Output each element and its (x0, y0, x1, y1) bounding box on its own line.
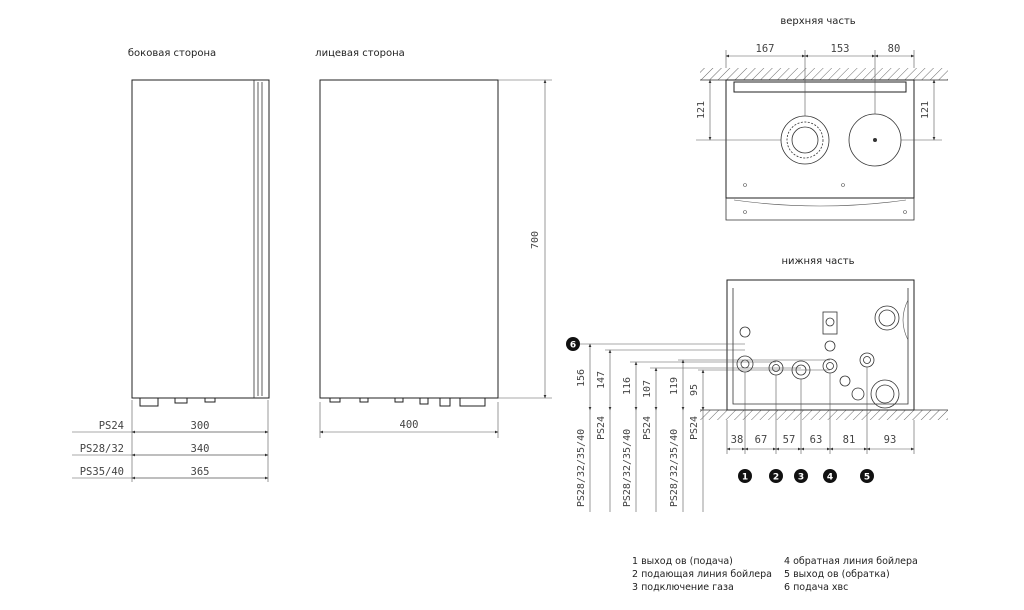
svg-text:4: 4 (827, 473, 833, 483)
side-width-ps28-32: 340 (191, 443, 210, 455)
bottom-vdim-2: 147 (596, 371, 607, 389)
svg-text:5: 5 (864, 473, 870, 483)
bottom-vmodel-2: PS24 (596, 416, 607, 440)
bottom-vdim-1: 156 (576, 369, 587, 387)
marker-2: 2 (769, 469, 783, 483)
front-view-body (319, 79, 499, 399)
bottom-vdim-6: 95 (689, 384, 700, 396)
bottom-vmodel-1: PS28/32/35/40 (576, 429, 587, 507)
bottom-hdim-1: 38 (731, 434, 744, 446)
legend: 1 выход ов (подача) 2 подающая линия бой… (632, 556, 918, 593)
top-dim-a: 167 (756, 43, 775, 55)
bottom-vmodel-5: PS28/32/35/40 (669, 429, 680, 507)
svg-text:2: 2 (773, 473, 779, 483)
bottom-hdim-5: 81 (843, 434, 856, 446)
side-view-fitting (139, 397, 159, 407)
marker-6: 6 (566, 337, 580, 351)
bottom-vdim-5: 119 (669, 377, 680, 395)
bottom-view: нижняя часть (566, 256, 948, 512)
bottom-vertical-dims: 156 147 116 107 119 95 PS28/32/35/40 PS2… (576, 343, 830, 512)
front-view-title: лицевая сторона (315, 48, 405, 59)
top-view: верхняя часть 167 153 80 121 (696, 16, 948, 221)
bottom-view-title: нижняя часть (781, 256, 854, 267)
marker-1: 1 (738, 469, 752, 483)
bottom-hdim-6: 93 (884, 434, 897, 446)
marker-4: 4 (823, 469, 837, 483)
connection-5 (870, 379, 900, 409)
legend-item-3: 3 подключение газа (632, 582, 734, 593)
top-view-title: верхняя часть (780, 16, 855, 27)
top-dim-c: 80 (888, 43, 901, 55)
front-view: лицевая сторона 700 400 (315, 48, 552, 438)
top-dim-right-h: 121 (920, 101, 931, 119)
svg-text:3: 3 (798, 473, 804, 483)
side-view-body (131, 79, 270, 399)
bottom-vmodel-6: PS24 (689, 416, 700, 440)
bottom-vmodel-3: PS28/32/35/40 (622, 429, 633, 507)
marker-3: 3 (794, 469, 808, 483)
side-view: боковая сторона PS24 300 PS28/32 340 PS3… (72, 48, 270, 482)
side-model-ps24: PS24 (99, 420, 124, 432)
legend-item-1: 1 выход ов (подача) (632, 556, 733, 567)
top-dim-b: 153 (831, 43, 850, 55)
bottom-vdim-4: 107 (642, 380, 653, 398)
bottom-hdim-4: 63 (810, 434, 823, 446)
bottom-view-body (726, 279, 915, 411)
bottom-hdim-2: 67 (755, 434, 768, 446)
side-model-ps28-32: PS28/32 (80, 443, 124, 455)
legend-item-5: 5 выход ов (обратка) (784, 569, 890, 580)
bottom-vmodel-4: PS24 (642, 416, 653, 440)
side-view-title: боковая сторона (128, 48, 216, 59)
front-height-value: 700 (530, 231, 541, 249)
marker-5: 5 (860, 469, 874, 483)
side-width-ps35-40: 365 (191, 466, 210, 478)
bottom-horizontal-dims: 38 67 57 63 81 93 (726, 367, 915, 454)
svg-text:6: 6 (570, 341, 576, 351)
front-width-value: 400 (400, 419, 419, 431)
side-model-ps35-40: PS35/40 (80, 466, 124, 478)
bottom-hdim-3: 57 (783, 434, 796, 446)
bottom-vdim-3: 116 (622, 377, 633, 395)
top-view-body (725, 79, 915, 199)
side-width-ps24: 300 (191, 420, 210, 432)
svg-text:1: 1 (742, 473, 748, 483)
top-dim-left-h: 121 (696, 101, 707, 119)
legend-item-4: 4 обратная линия бойлера (784, 556, 918, 567)
legend-item-6: 6 подача хвс (784, 582, 848, 593)
legend-item-2: 2 подающая линия бойлера (632, 569, 772, 580)
